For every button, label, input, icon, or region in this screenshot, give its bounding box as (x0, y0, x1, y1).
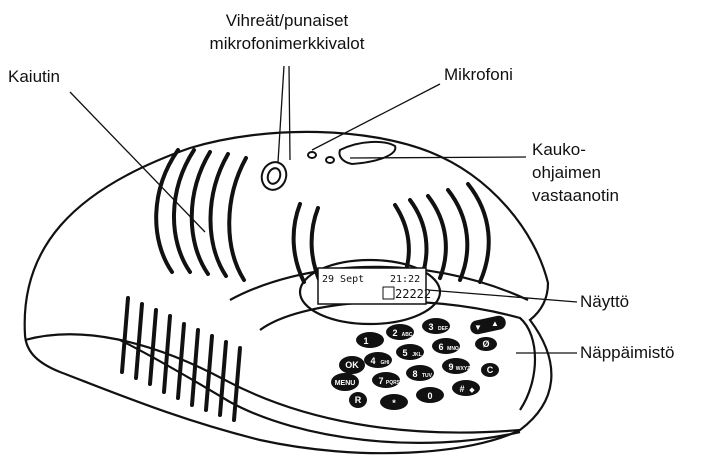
leader-display (428, 290, 577, 302)
key-9-sub: WXYZ (456, 366, 470, 372)
key-5-sub: JKL (412, 352, 421, 358)
key-1-label: 1 (363, 336, 368, 346)
key-star-label: * (392, 398, 396, 408)
lcd-number: 22222 (395, 287, 431, 301)
key-6-label: 6 (438, 342, 443, 352)
remote-receiver (340, 142, 396, 164)
leader-microphone (312, 84, 440, 150)
lcd-display: 29 Sept 21:22 22222 (318, 268, 431, 304)
lcd-time: 21:22 (390, 274, 420, 285)
key-hash-label: # (459, 384, 464, 394)
led-label-line1: Vihreät/punaiset (212, 10, 362, 32)
leader-lines (70, 66, 577, 353)
microphone-hole-2 (326, 157, 334, 163)
key-hash[interactable] (452, 380, 480, 396)
remote-label-line1: Kauko- (532, 139, 586, 161)
phone-body (25, 132, 552, 453)
remote-label-line2: ohjaimen (532, 162, 601, 184)
keypad-label: Näppäimistö (580, 342, 675, 364)
key-0-label: 0 (427, 391, 432, 401)
key-5-label: 5 (402, 348, 407, 358)
ok-key-label: OK (345, 360, 359, 370)
volume-up-icon: ▲ (491, 319, 499, 328)
speaker-key-icon: ◆ (469, 386, 475, 394)
r-key-label: R (355, 395, 362, 405)
microphone-label: Mikrofoni (444, 64, 513, 86)
key-7-label: 7 (378, 376, 383, 386)
leader-led-2 (289, 66, 290, 160)
key-4-sub: GHI (381, 360, 391, 366)
mute-key-label: Ø (482, 339, 489, 349)
leader-led-1 (278, 66, 284, 162)
key-2-sub: ABC (402, 332, 413, 338)
key-1[interactable] (356, 332, 384, 348)
key-4-label: 4 (370, 356, 375, 366)
speaker-grille (122, 150, 489, 420)
led-label-line2: mikrofonimerkkivalot (200, 33, 374, 55)
key-6-sub: MNO (447, 346, 459, 352)
key-2-label: 2 (392, 328, 397, 338)
body-outline (25, 132, 552, 453)
remote-label-line3: vastaanotin (532, 185, 619, 207)
display-label: Näyttö (580, 291, 629, 313)
key-8-sub: TUV (422, 373, 433, 379)
key-3-sub: DEF (438, 326, 448, 332)
c-key-label: C (487, 365, 494, 375)
key-9-label: 9 (448, 362, 453, 372)
microphone-hole-1 (308, 152, 316, 158)
menu-key-label: MENU (335, 380, 356, 387)
leader-speaker (70, 92, 205, 232)
key-7-sub: PQRS (386, 380, 401, 386)
key-3-label: 3 (428, 322, 433, 332)
lcd-date: 29 Sept (322, 274, 364, 285)
keypad: OK MENU R 1 2 ABC 3 DEF 4 GHI 5 JKL 6 MN… (331, 314, 507, 410)
key-8-label: 8 (412, 369, 417, 379)
speaker-label: Kaiutin (8, 66, 60, 88)
volume-down-icon: ▼ (474, 323, 482, 332)
